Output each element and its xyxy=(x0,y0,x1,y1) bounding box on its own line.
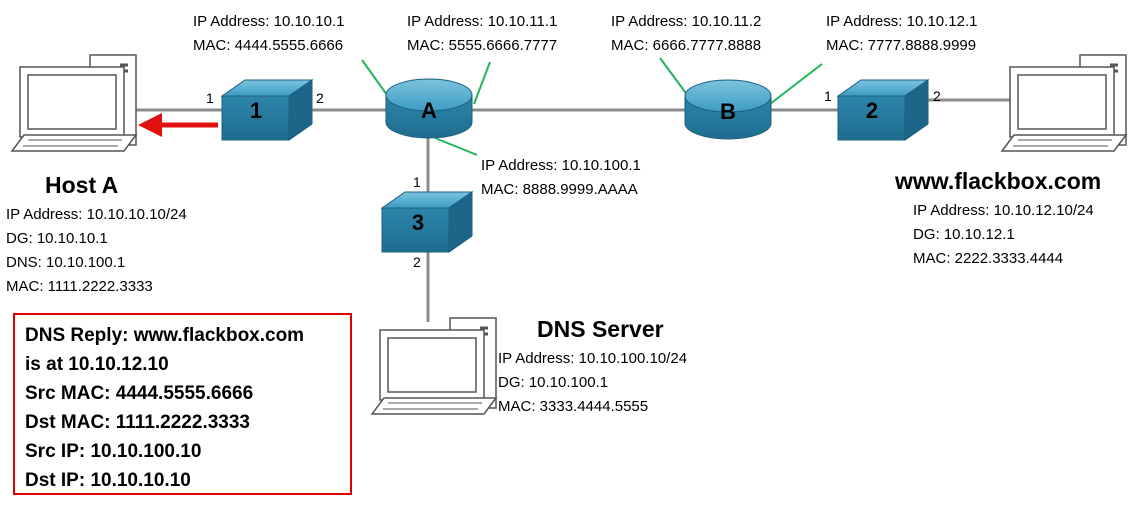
switch-1-icon xyxy=(220,79,314,141)
router-a-label: A xyxy=(421,98,437,123)
dns-reply-box: DNS Reply: www.flackbox.com is at 10.10.… xyxy=(13,313,352,495)
dns-server-ip: IP Address: 10.10.100.10/24 xyxy=(498,350,688,367)
router-b-icon xyxy=(684,79,772,140)
interface-mac: MAC: 5555.6666.7777 xyxy=(407,37,558,54)
web-server-dg: DG: 10.10.12.1 xyxy=(913,226,1015,243)
router-b-label: B xyxy=(720,99,736,124)
web-server-ip: IP Address: 10.10.12.10/24 xyxy=(913,202,1094,219)
switch-2-port-1: 1 xyxy=(824,88,832,104)
switch-3-label: 3 xyxy=(412,210,424,235)
router-b-left-interface: IP Address: 10.10.11.2 MAC: 6666.7777.88… xyxy=(611,10,761,58)
switch-1-label: 1 xyxy=(250,98,262,123)
dns-server-dg: DG: 10.10.100.1 xyxy=(498,374,609,391)
dns-reply-line: DNS Reply: www.flackbox.com xyxy=(25,325,305,346)
interface-ip: IP Address: 10.10.11.1 xyxy=(407,13,558,30)
switch-1-port-2: 2 xyxy=(316,90,324,106)
switch-2-icon xyxy=(836,79,930,141)
interface-ip: IP Address: 10.10.100.1 xyxy=(481,157,641,174)
dns-reply-line: Dst IP: 10.10.10.10 xyxy=(25,470,191,491)
dns-reply-line: Dst MAC: 1111.2222.3333 xyxy=(25,412,250,433)
dns-reply-line: is at 10.10.12.10 xyxy=(25,354,169,375)
switch-2-label: 2 xyxy=(866,98,878,123)
web-server-title: www.flackbox.com xyxy=(895,168,1102,194)
switch-3-icon xyxy=(380,191,474,253)
switch-3-port-1: 1 xyxy=(413,174,421,190)
dns-server-title: DNS Server xyxy=(537,316,664,342)
router-b-right-interface: IP Address: 10.10.12.1 MAC: 7777.8888.99… xyxy=(826,10,978,58)
links xyxy=(127,98,1010,322)
interface-mac: MAC: 7777.8888.9999 xyxy=(826,37,977,54)
interface-ip: IP Address: 10.10.11.2 xyxy=(611,13,762,30)
interface-mac: MAC: 6666.7777.8888 xyxy=(611,37,762,54)
router-a-right-interface: IP Address: 10.10.11.1 MAC: 5555.6666.77… xyxy=(407,10,557,58)
host-a-pc-icon xyxy=(10,53,138,153)
dns-reply-line: Src IP: 10.10.100.10 xyxy=(25,441,202,462)
interface-mac: MAC: 8888.9999.AAAA xyxy=(481,181,638,198)
host-a-dg: DG: 10.10.10.1 xyxy=(6,230,108,247)
host-a-title: Host A xyxy=(45,172,119,198)
router-a-left-interface: IP Address: 10.10.10.1 MAC: 4444.5555.66… xyxy=(193,10,345,58)
dns-server-details: IP Address: 10.10.100.10/24 DG: 10.10.10… xyxy=(498,347,687,419)
dns-server-mac: MAC: 3333.4444.5555 xyxy=(498,398,649,415)
host-a-mac: MAC: 1111.2222.3333 xyxy=(6,278,153,295)
router-a-icon xyxy=(385,78,473,139)
switch-3-port-2: 2 xyxy=(413,254,421,270)
web-server-pc-icon xyxy=(1000,53,1128,153)
switch-1-port-1: 1 xyxy=(206,90,214,106)
web-server-mac: MAC: 2222.3333.4444 xyxy=(913,250,1064,267)
interface-ip: IP Address: 10.10.12.1 xyxy=(826,13,978,30)
interface-mac: MAC: 4444.5555.6666 xyxy=(193,37,344,54)
dns-reply-line: Src MAC: 4444.5555.6666 xyxy=(25,383,254,404)
router-a-down-interface: IP Address: 10.10.100.1 MAC: 8888.9999.A… xyxy=(481,154,641,202)
host-a-ip: IP Address: 10.10.10.10/24 xyxy=(6,206,187,223)
dns-server-pc-icon xyxy=(370,316,498,416)
arrow-left-icon xyxy=(138,113,218,137)
host-a-dns: DNS: 10.10.100.1 xyxy=(6,254,126,271)
switch-2-port-2: 2 xyxy=(933,88,941,104)
interface-ip: IP Address: 10.10.10.1 xyxy=(193,13,345,30)
host-a-details: IP Address: 10.10.10.10/24 DG: 10.10.10.… xyxy=(6,203,187,299)
web-server-details: IP Address: 10.10.12.10/24 DG: 10.10.12.… xyxy=(913,199,1094,271)
